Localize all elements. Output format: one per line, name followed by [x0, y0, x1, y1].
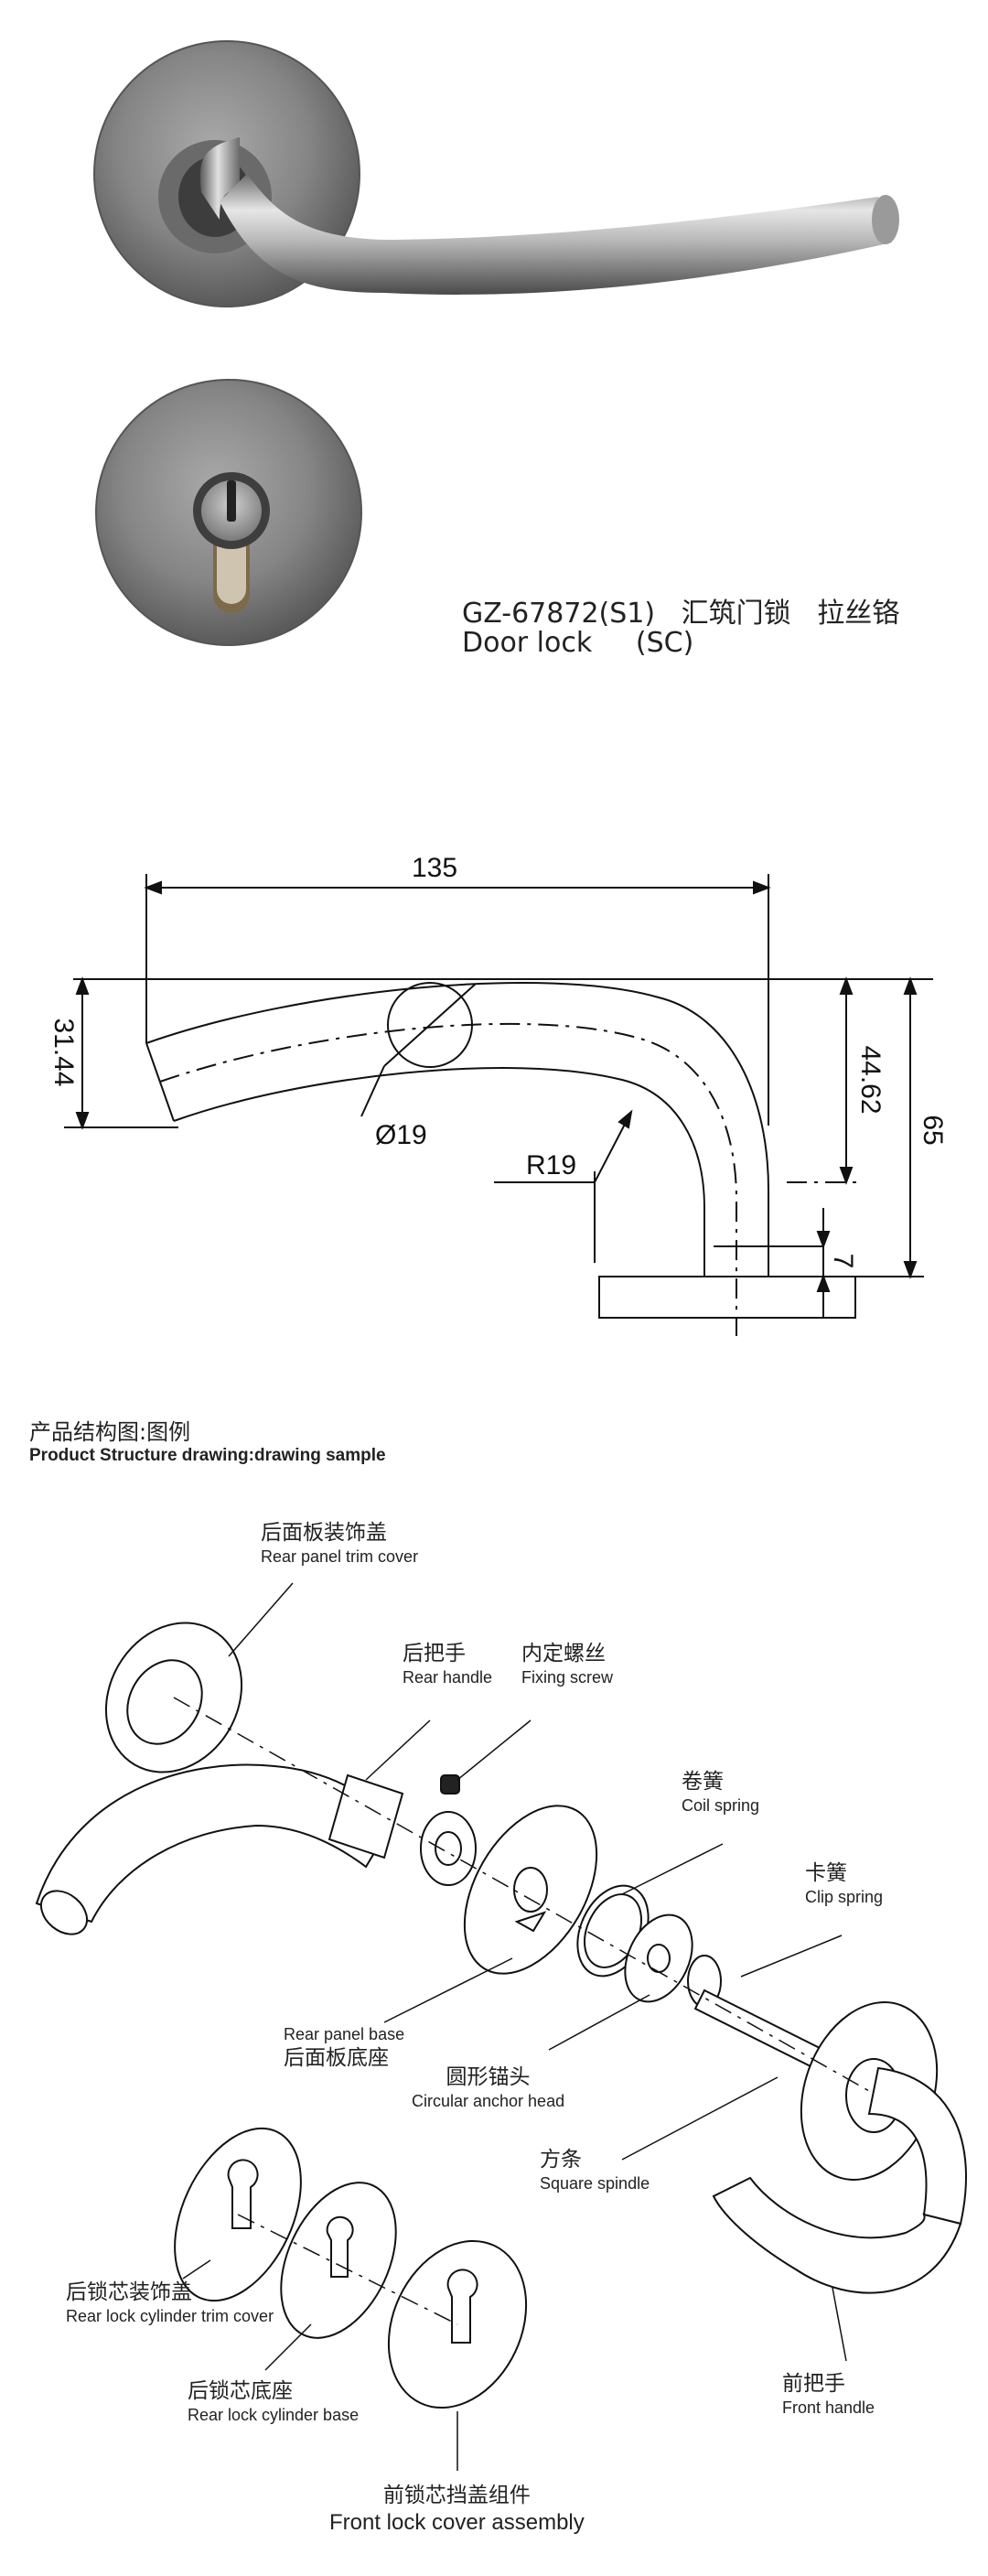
- structure-title-en: Product Structure drawing:drawing sample: [29, 1446, 386, 1465]
- product-name-line: Door lock (SC): [462, 627, 694, 659]
- dim-height-left: 31.44: [48, 1018, 79, 1086]
- model-line: GZ-67872(S1) 汇筑门锁 拉丝铬: [462, 598, 900, 630]
- key-escutcheon: [95, 379, 362, 646]
- handle-photo: [93, 40, 899, 646]
- dim-radius: R19: [526, 1150, 576, 1180]
- dimension-drawing: 135 31.44 44.62 65 Ø19 R19 7: [48, 853, 948, 1336]
- dim-height-total: 65: [918, 1115, 948, 1145]
- dim-base: 7: [828, 1254, 858, 1269]
- dim-length: 135: [412, 853, 457, 883]
- dim-height-mid: 44.62: [855, 1045, 886, 1114]
- structure-title-cn: 产品结构图:图例: [29, 1419, 191, 1445]
- lever-handle: [199, 137, 899, 295]
- dim-diameter: Ø19: [375, 1120, 427, 1150]
